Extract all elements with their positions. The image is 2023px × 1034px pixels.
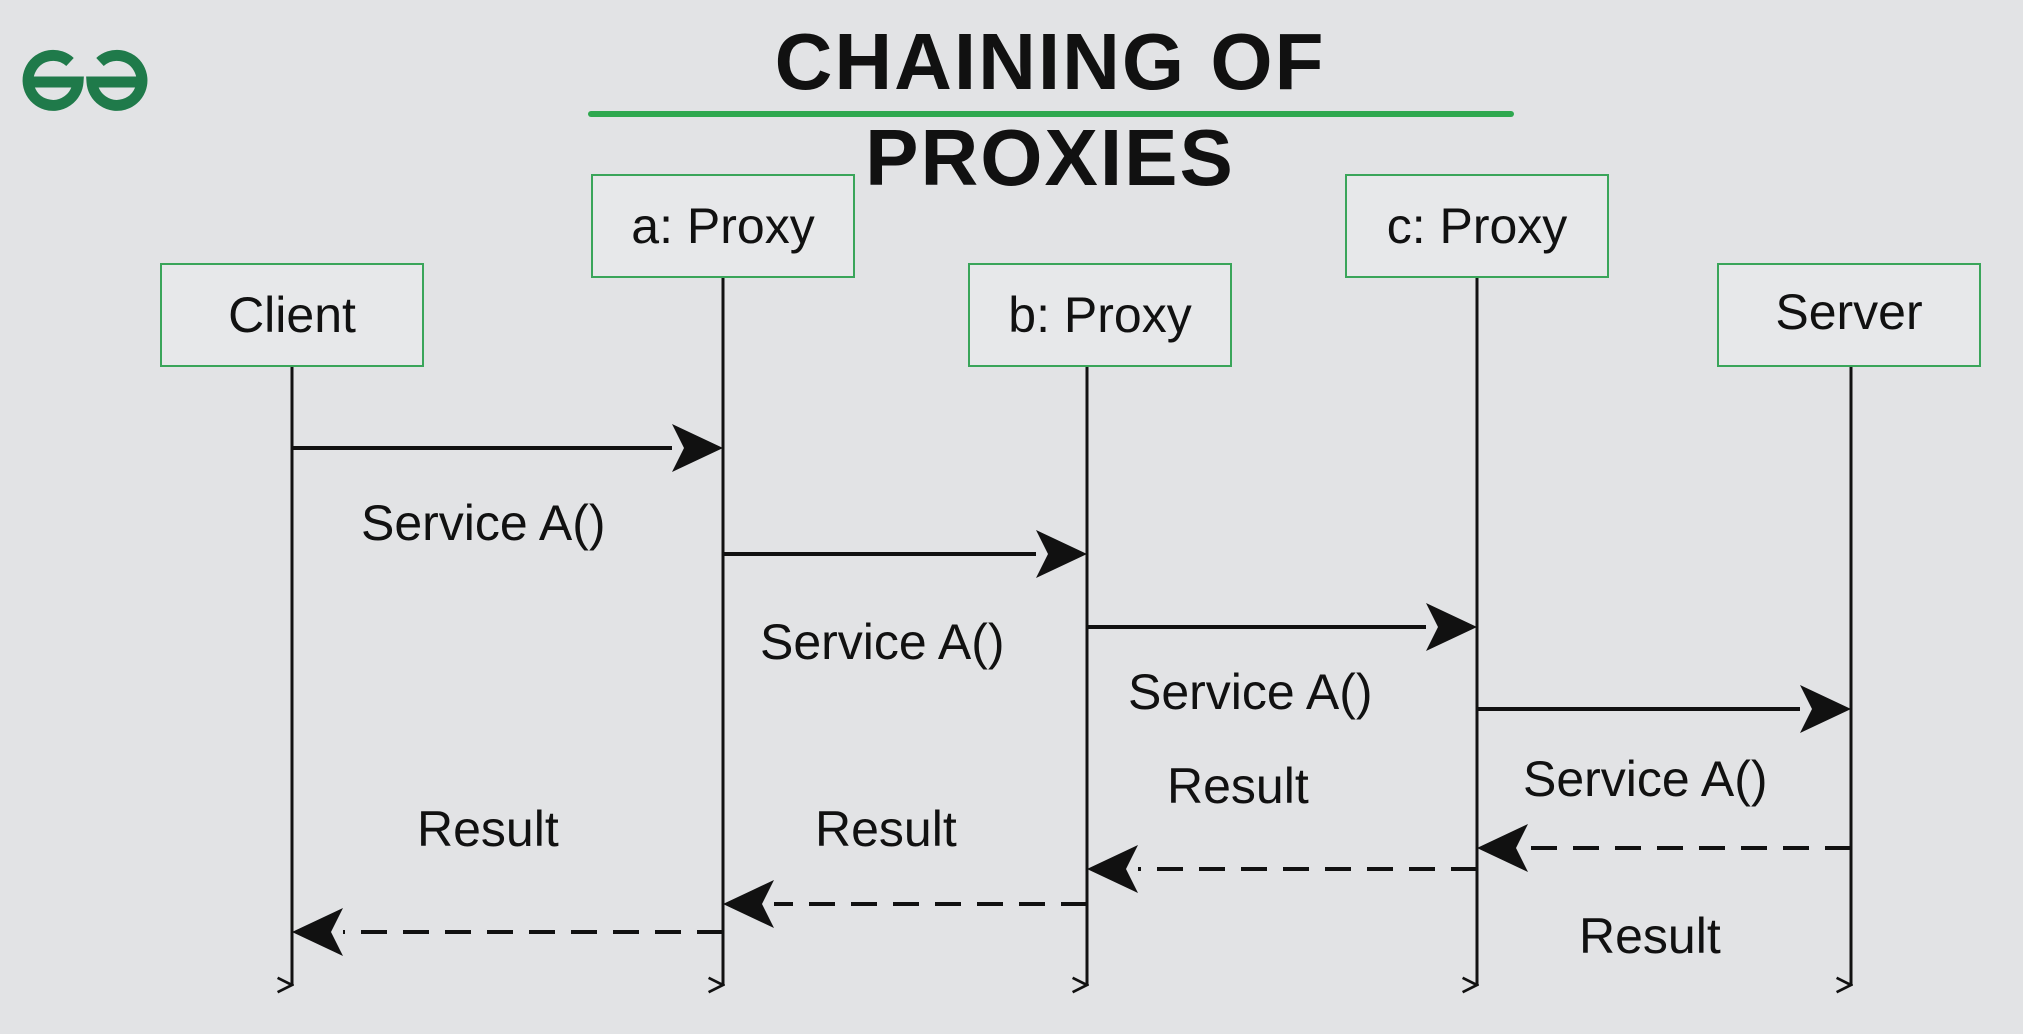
response-arrow-a-to-client <box>292 908 723 956</box>
response-arrow-server-to-c <box>1477 824 1851 872</box>
participant-b-proxy: b: Proxy <box>968 263 1232 367</box>
message-label-b-to-a: Result <box>815 801 957 857</box>
request-arrow-a-to-b <box>723 530 1087 578</box>
request-arrow-c-to-server <box>1477 685 1851 733</box>
message-label-b-to-c: Service A() <box>1128 664 1373 720</box>
message-label-a-to-b: Service A() <box>760 614 1005 670</box>
title-underline <box>588 111 1514 117</box>
participant-a-proxy: a: Proxy <box>591 174 855 278</box>
participant-client: Client <box>160 263 424 367</box>
message-label-c-to-b: Result <box>1167 758 1309 814</box>
request-arrow-client-to-a <box>292 424 723 472</box>
diagram-title: CHAINING OF PROXIES <box>774 17 1326 202</box>
geeksforgeeks-logo-icon <box>22 49 148 111</box>
message-label-server-to-c: Result <box>1579 908 1721 964</box>
response-arrow-c-to-b <box>1087 845 1477 893</box>
request-arrow-b-to-c <box>1087 603 1477 651</box>
response-arrow-b-to-a <box>723 880 1087 928</box>
participant-c-proxy: c: Proxy <box>1345 174 1609 278</box>
message-label-c-to-server: Service A() <box>1523 751 1768 807</box>
participant-server: Server <box>1717 263 1981 367</box>
message-label-a-to-client: Result <box>417 801 559 857</box>
message-label-client-to-a: Service A() <box>361 495 606 551</box>
